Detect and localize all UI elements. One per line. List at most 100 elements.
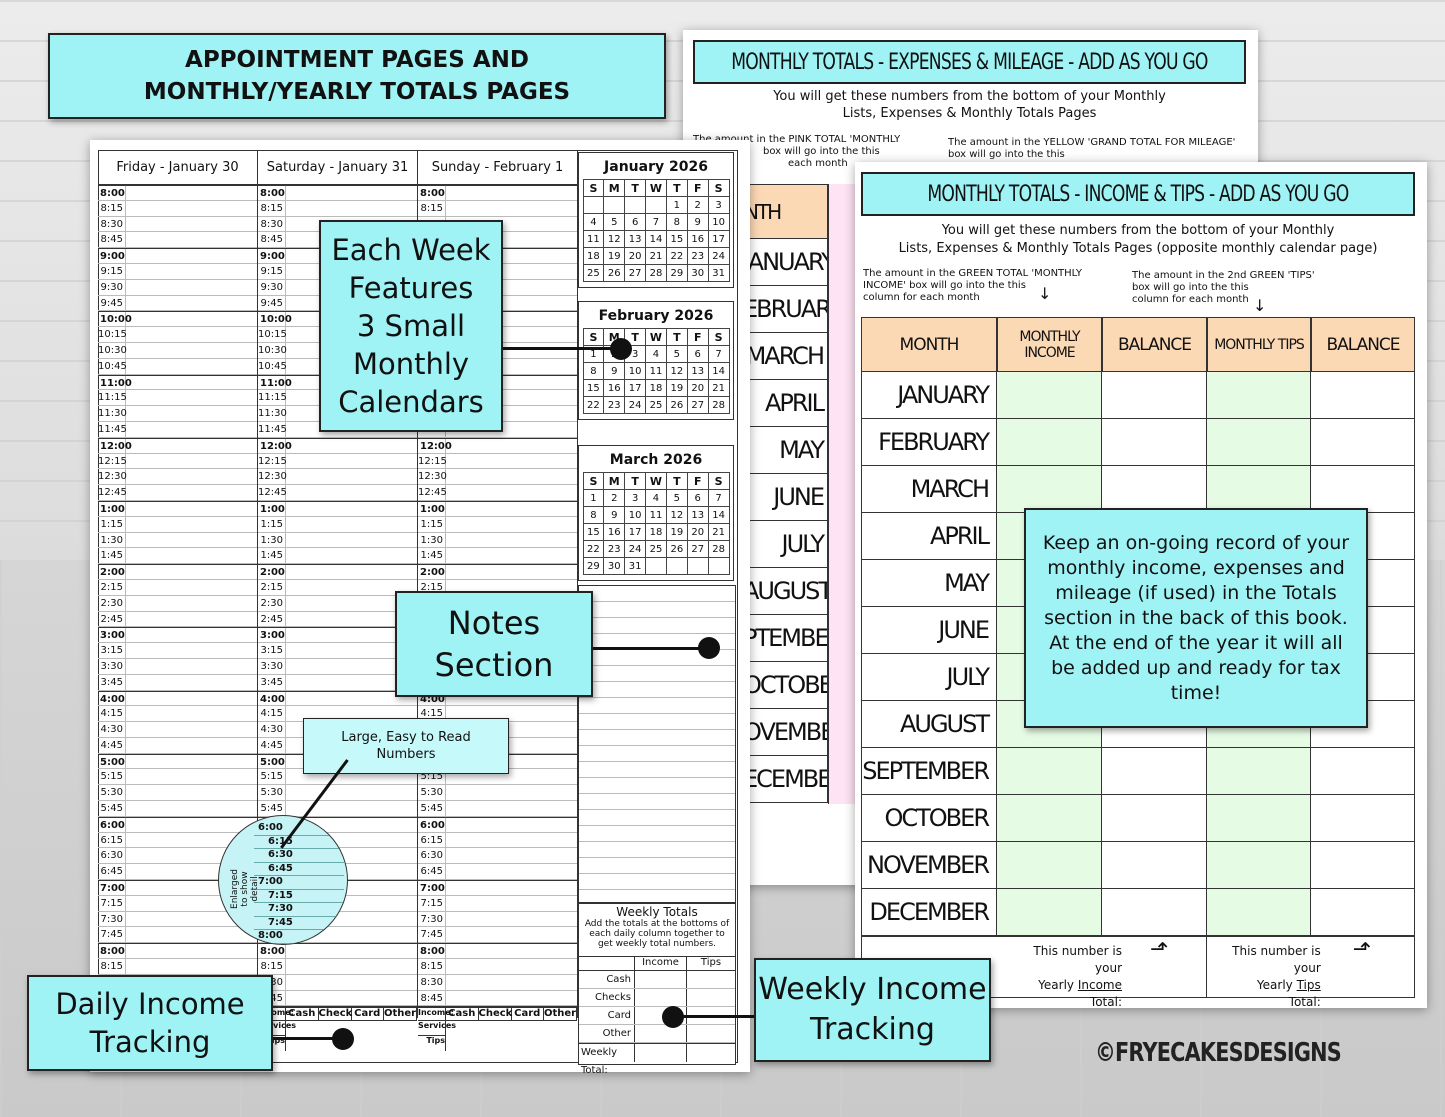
- tips-balance-cell[interactable]: [1311, 889, 1415, 935]
- income-balance-cell[interactable]: [1102, 748, 1207, 794]
- tips-balance-cell[interactable]: [1311, 607, 1415, 653]
- time-slot[interactable]: 3:15: [258, 643, 417, 659]
- calendar-day[interactable]: 11: [645, 361, 667, 380]
- calendar-day[interactable]: 13: [624, 229, 647, 248]
- calendar-day[interactable]: 28: [645, 263, 667, 282]
- tips-balance-cell[interactable]: [1311, 372, 1415, 418]
- calendar-day[interactable]: 22: [582, 539, 605, 558]
- time-slot[interactable]: 12:30: [258, 469, 417, 486]
- time-slot[interactable]: 7:00: [98, 880, 257, 896]
- calendar-day[interactable]: 25: [582, 263, 605, 282]
- time-slot[interactable]: 8:00: [258, 943, 417, 960]
- time-slot[interactable]: 1:45: [98, 548, 257, 565]
- monthly-tips-cell[interactable]: [1207, 842, 1311, 888]
- time-slot[interactable]: 7:30: [98, 911, 257, 928]
- time-slot[interactable]: 8:15: [98, 959, 257, 975]
- time-slot[interactable]: 4:00: [98, 690, 257, 707]
- time-slot[interactable]: 6:30: [98, 848, 257, 865]
- calendar-day[interactable]: 9: [603, 361, 626, 380]
- time-slot[interactable]: 11:00: [98, 374, 257, 391]
- calendar-day[interactable]: 11: [582, 229, 605, 248]
- calendar-day[interactable]: 8: [582, 361, 605, 380]
- weekly-income-cell[interactable]: [635, 1025, 687, 1042]
- time-slot[interactable]: 4:15: [98, 706, 257, 723]
- time-slot[interactable]: 1:45: [418, 548, 577, 565]
- calendar-day[interactable]: 21: [707, 522, 730, 541]
- time-slot[interactable]: 8:00: [418, 185, 577, 201]
- time-slot[interactable]: 10:00: [98, 311, 257, 328]
- monthly-income-cell[interactable]: [997, 842, 1102, 888]
- income-balance-cell[interactable]: [1102, 466, 1207, 512]
- calendar-day[interactable]: 2: [686, 195, 709, 214]
- time-slot[interactable]: 9:00: [98, 248, 257, 264]
- time-slot[interactable]: 3:30: [258, 658, 417, 675]
- calendar-day[interactable]: 10: [624, 361, 647, 380]
- time-slot[interactable]: 8:00: [258, 185, 417, 201]
- time-slot[interactable]: 5:30: [258, 785, 417, 802]
- time-slot[interactable]: 2:00: [418, 564, 577, 580]
- calendar-day[interactable]: 4: [582, 212, 605, 231]
- calendar-day[interactable]: 14: [645, 229, 667, 248]
- calendar-day[interactable]: 19: [603, 246, 626, 265]
- time-slot[interactable]: 7:45: [98, 927, 257, 944]
- time-slot[interactable]: 5:45: [98, 801, 257, 817]
- calendar-day[interactable]: 17: [624, 522, 647, 541]
- weekly-tips-cell[interactable]: [687, 971, 735, 988]
- calendar-day[interactable]: 21: [707, 378, 730, 397]
- time-slot[interactable]: 1:00: [258, 500, 417, 517]
- time-slot[interactable]: 3:00: [258, 627, 417, 644]
- time-slot[interactable]: 8:00: [418, 943, 577, 960]
- calendar-day[interactable]: 7: [645, 212, 667, 231]
- calendar-day[interactable]: 31: [624, 556, 647, 575]
- time-slot[interactable]: 1:15: [98, 516, 257, 533]
- calendar-day[interactable]: 18: [645, 522, 667, 541]
- income-balance-cell[interactable]: [1102, 889, 1207, 935]
- calendar-day[interactable]: 14: [707, 505, 730, 524]
- tips-balance-cell[interactable]: [1311, 654, 1415, 700]
- calendar-day[interactable]: 5: [665, 344, 688, 363]
- calendar-day[interactable]: 24: [624, 395, 647, 414]
- tips-balance-cell[interactable]: [1311, 513, 1415, 559]
- time-slot[interactable]: 11:45: [258, 421, 417, 438]
- calendar-day[interactable]: 31: [707, 263, 730, 282]
- time-slot[interactable]: 5:00: [98, 753, 257, 770]
- time-slot[interactable]: 12:30: [418, 469, 577, 486]
- calendar-day[interactable]: 26: [665, 395, 688, 414]
- time-slot[interactable]: 1:30: [258, 532, 417, 549]
- time-slot[interactable]: 8:00: [98, 185, 257, 201]
- calendar-day[interactable]: 30: [603, 556, 626, 575]
- weekly-income-cell[interactable]: [635, 989, 687, 1006]
- calendar-day[interactable]: 28: [707, 539, 730, 558]
- time-slot[interactable]: 10:30: [98, 342, 257, 359]
- time-slot[interactable]: 11:45: [98, 421, 257, 438]
- time-slot[interactable]: 5:15: [258, 769, 417, 786]
- time-slot[interactable]: 8:00: [98, 943, 257, 960]
- calendar-day[interactable]: 24: [624, 539, 647, 558]
- calendar-day[interactable]: 15: [582, 378, 605, 397]
- time-slot[interactable]: 7:45: [418, 927, 577, 944]
- tips-balance-cell[interactable]: [1311, 795, 1415, 841]
- calendar-day[interactable]: 25: [645, 395, 667, 414]
- time-slot[interactable]: 3:15: [98, 643, 257, 659]
- monthly-income-cell[interactable]: [997, 419, 1102, 465]
- time-slot[interactable]: 12:15: [98, 453, 257, 470]
- calendar-day[interactable]: 12: [603, 229, 626, 248]
- time-slot[interactable]: 7:30: [418, 911, 577, 928]
- time-slot[interactable]: 1:00: [98, 500, 257, 517]
- time-slot[interactable]: 1:30: [98, 532, 257, 549]
- time-slot[interactable]: 3:30: [98, 658, 257, 675]
- calendar-day[interactable]: 1: [665, 195, 688, 214]
- time-slot[interactable]: 4:45: [98, 737, 257, 754]
- time-slot[interactable]: 5:30: [98, 785, 257, 802]
- time-slot[interactable]: 5:45: [258, 801, 417, 817]
- calendar-day[interactable]: 24: [707, 246, 730, 265]
- calendar-day[interactable]: 15: [582, 522, 605, 541]
- calendar-day[interactable]: 23: [686, 246, 709, 265]
- time-slot[interactable]: 8:30: [98, 216, 257, 233]
- time-slot[interactable]: 10:15: [98, 327, 257, 343]
- calendar-day[interactable]: 26: [665, 539, 688, 558]
- calendar-day[interactable]: 6: [686, 344, 709, 363]
- calendar-day[interactable]: 27: [686, 395, 709, 414]
- time-slot[interactable]: 8:45: [418, 990, 577, 1007]
- calendar-day[interactable]: 20: [624, 246, 647, 265]
